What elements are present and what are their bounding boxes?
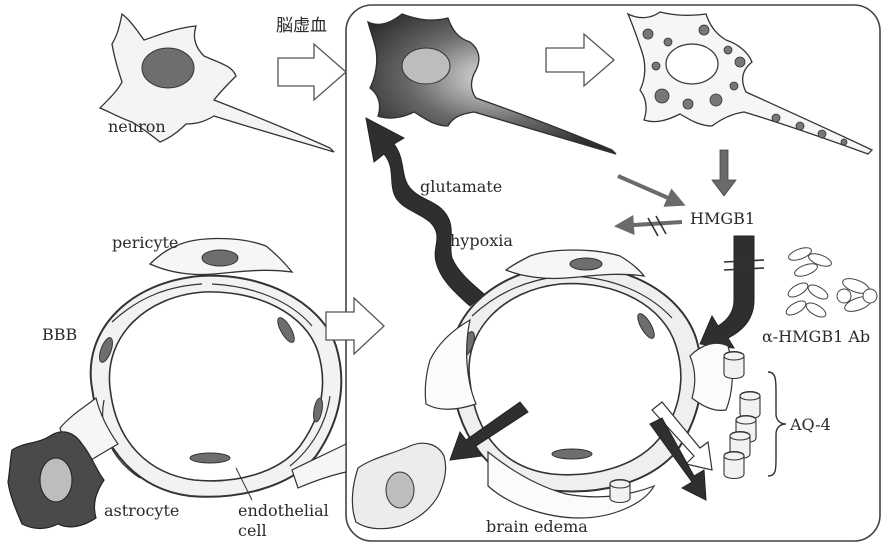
astrocyte-label: astrocyte <box>104 501 179 520</box>
neuron-damaged <box>368 14 616 154</box>
bbb-label: BBB <box>42 325 77 344</box>
endothelial-label-line2: cell <box>238 521 267 540</box>
aq4-label: AQ-4 <box>789 415 831 434</box>
hmgb1-label: HMGB1 <box>690 209 755 228</box>
arrow-neuron-to-hmgb1 <box>618 176 682 204</box>
neuron-label: neuron <box>108 117 166 136</box>
endothelial-label-line1: endothelial <box>238 501 329 520</box>
glutamate-label: glutamate <box>420 177 502 196</box>
arrow-hmgb1-to-vessel <box>700 236 754 348</box>
endothelial-nucleus <box>552 449 592 459</box>
hypoxia-label: hypoxia <box>450 231 513 250</box>
neuron-necrotic <box>628 12 872 154</box>
astrocyte-nucleus <box>40 458 72 502</box>
pericyte-nucleus <box>202 250 238 266</box>
brain-edema-label: brain edema <box>486 517 588 536</box>
bbb-vessel-normal <box>91 276 342 497</box>
empty-nucleus <box>666 44 718 84</box>
antibody-cluster <box>784 245 877 320</box>
pericyte-right <box>506 250 644 279</box>
pericyte-label: pericyte <box>112 233 178 252</box>
block-mark-upper <box>648 216 666 236</box>
neuron-nucleus <box>142 48 194 88</box>
endothelial-nucleus <box>190 453 230 463</box>
hollow-arrow-ischemia <box>278 44 346 100</box>
damaged-neuron-nucleus <box>402 48 450 84</box>
arrow-release-hmgb1 <box>712 150 736 196</box>
aq4-bracket <box>768 372 786 476</box>
hollow-arrow-degeneration <box>546 34 614 86</box>
astrocyte-swollen <box>352 443 445 528</box>
ischemia-label: 脳虚血 <box>276 16 327 36</box>
astrocyte-swollen-nucleus <box>386 472 414 508</box>
arrow-hypoxia-glutamate <box>366 118 484 306</box>
antibody-label: α-HMGB1 Ab <box>762 327 870 346</box>
